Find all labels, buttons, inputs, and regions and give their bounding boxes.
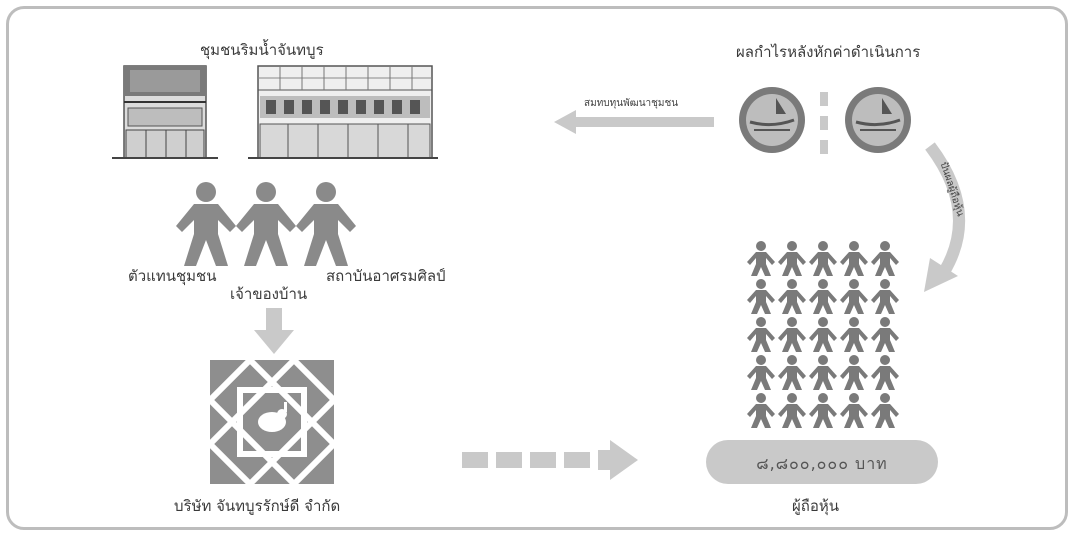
diagram-frame (6, 6, 1068, 530)
shareholders-label: ผู้ถือหุ้น (792, 497, 840, 515)
shareholder-person-icon (778, 355, 806, 390)
down-arrow-icon (254, 308, 294, 354)
company-logo-icon (207, 357, 337, 487)
profit-title: ผลกำไรหลังหักค่าดำเนินการ (736, 43, 921, 61)
capital-amount: ๘,๘๐๐,๐๐๐ บาท (756, 454, 888, 473)
stakeholder-label-community: ตัวแทนชุมชน (128, 267, 217, 285)
shareholder-person-icon (871, 241, 899, 276)
shareholder-person-icon (809, 241, 837, 276)
shareholder-person-icon (871, 355, 899, 390)
left-arrow-icon (554, 110, 714, 134)
profit-disc-left-icon (739, 87, 805, 153)
shareholder-person-icon (747, 279, 775, 314)
dashed-right-arrow-icon (462, 440, 638, 480)
shareholder-person-icon (747, 241, 775, 276)
shareholder-person-icon (840, 355, 868, 390)
community-title: ชุมชนริมน้ำจันทบูร (200, 41, 324, 59)
shareholder-person-icon (871, 317, 899, 352)
capital-amount-pill: ๘,๘๐๐,๐๐๐ บาท (706, 440, 938, 484)
shareholder-person-icon (747, 393, 775, 428)
shareholder-person-icon (778, 317, 806, 352)
shareholder-person-icon (809, 279, 837, 314)
shareholder-person-icon (747, 317, 775, 352)
company-name: บริษัท จันทบูรรักษ์ดี จำกัด (174, 497, 341, 515)
divider-dashed-line (820, 92, 828, 154)
shareholder-person-icon (871, 393, 899, 428)
shareholder-person-icon (809, 393, 837, 428)
shareholder-person-icon (778, 393, 806, 428)
fund-label: สมทบทุนพัฒนาชุมชน (584, 98, 679, 109)
three-people-holding-hands-icon (176, 182, 356, 266)
curved-arrow-icon (924, 142, 965, 292)
shareholder-person-icon (747, 355, 775, 390)
shophouse-buildings-illustration (112, 65, 438, 159)
shareholder-person-icon (871, 279, 899, 314)
shareholder-person-icon (778, 279, 806, 314)
shareholder-person-icon (840, 393, 868, 428)
shareholder-person-icon (778, 241, 806, 276)
shareholder-person-icon (840, 317, 868, 352)
stakeholder-label-owners: เจ้าของบ้าน (230, 285, 308, 303)
shareholder-person-icon (840, 241, 868, 276)
shareholder-person-icon (809, 317, 837, 352)
shareholders-crowd-icon (747, 241, 899, 428)
shareholder-person-icon (840, 279, 868, 314)
stakeholder-label-institute: สถาบันอาศรมศิลป์ (326, 267, 446, 285)
profit-disc-right-icon (845, 87, 911, 153)
shareholder-person-icon (809, 355, 837, 390)
